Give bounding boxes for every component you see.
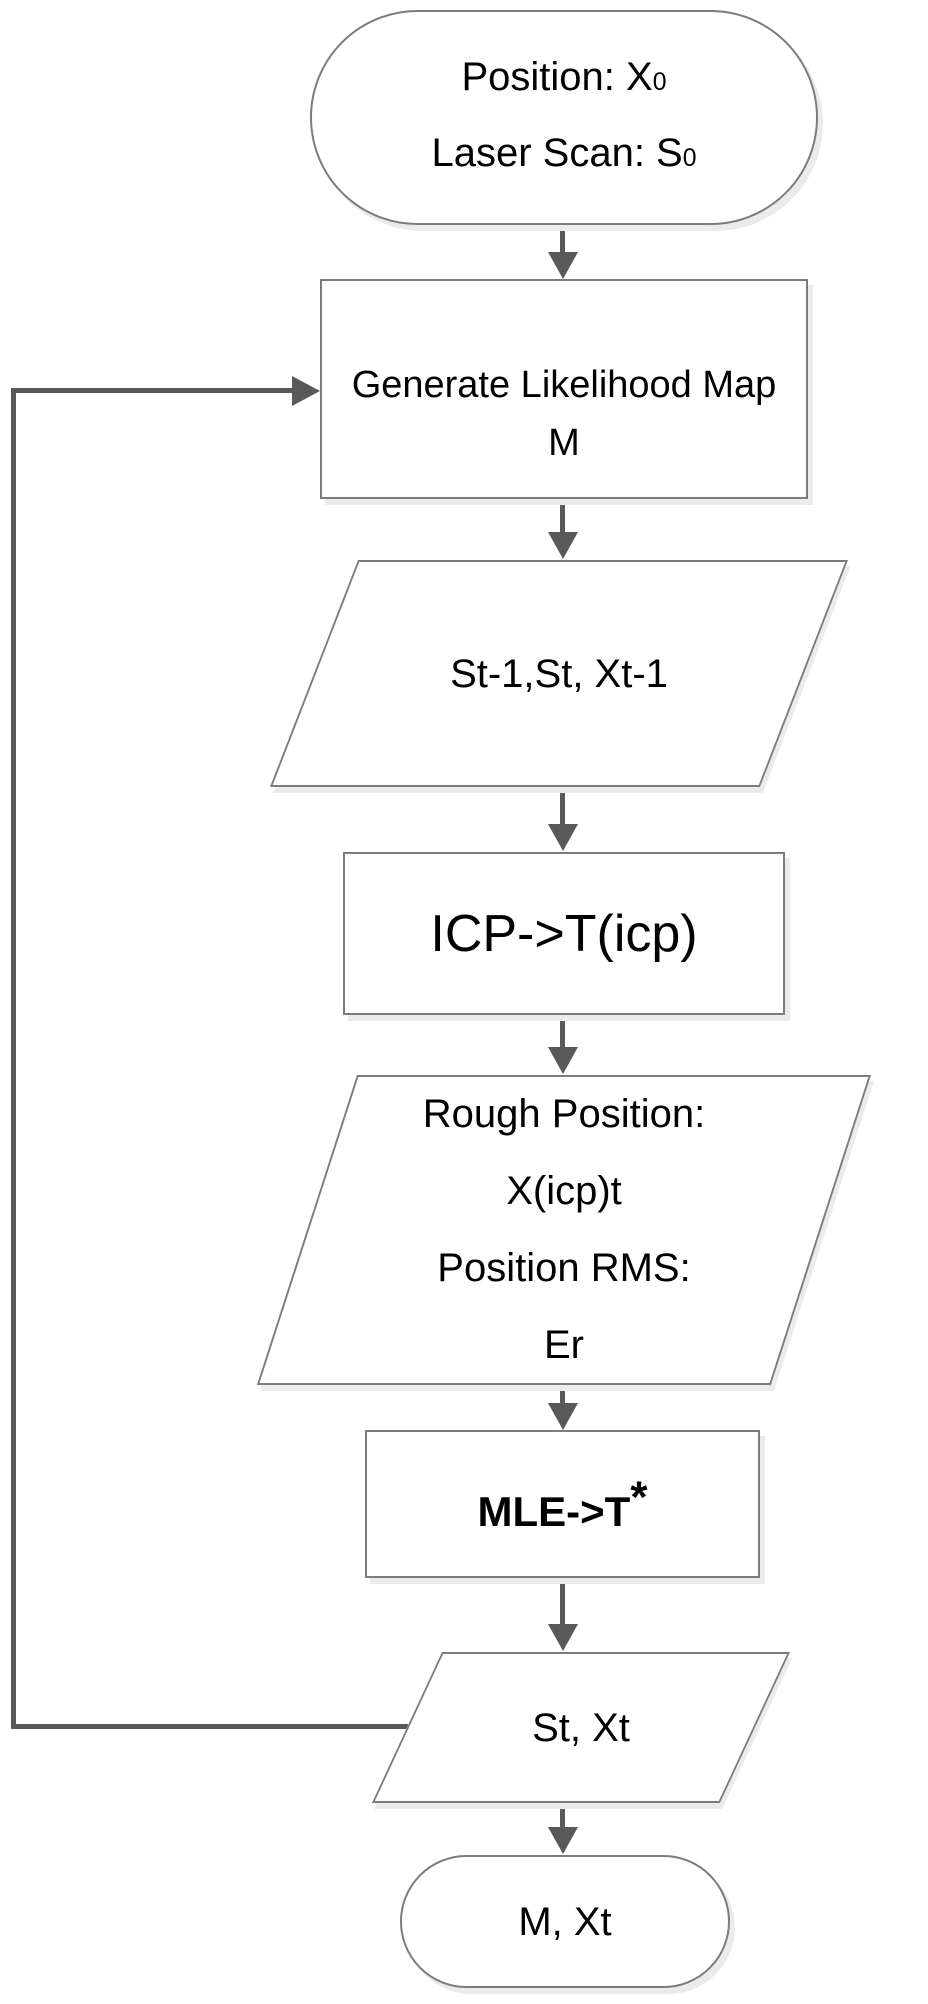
- process-icp-text: ICP->T(icp): [345, 854, 783, 1013]
- data-output-text: St, Xt: [372, 1652, 790, 1803]
- icp-label: ICP->T(icp): [430, 904, 698, 963]
- rough-position-line-2: X(icp)t: [506, 1169, 622, 1213]
- feedback-line-bottom: [11, 1724, 408, 1729]
- start-line-2-subscript: 0: [682, 144, 697, 172]
- feedback-arrowhead-icon: [292, 376, 320, 406]
- rough-position-line-3: Position RMS:: [437, 1246, 691, 1290]
- arrow-down-icon: [548, 1403, 578, 1430]
- arrow-stem: [560, 1386, 565, 1406]
- arrow-down-icon: [548, 1827, 578, 1854]
- process-generate-likelihood-map: Generate Likelihood Map M: [320, 279, 808, 499]
- arrow-stem: [560, 225, 565, 255]
- mle-label-superscript: *: [630, 1472, 648, 1522]
- process-generate-likelihood-map-text: Generate Likelihood Map M: [322, 281, 806, 497]
- arrow-down-icon: [548, 252, 578, 279]
- output-label: St, Xt: [532, 1705, 630, 1750]
- feedback-line-left: [11, 388, 16, 1729]
- data-rough-position-text: Rough Position: X(icp)t Position RMS: Er: [257, 1075, 871, 1385]
- process-mle: MLE->T*: [365, 1430, 760, 1578]
- arrow-down-icon: [548, 824, 578, 851]
- arrow-down-icon: [548, 1624, 578, 1651]
- start-line-1: Position: X0: [461, 42, 666, 118]
- data-output: St, Xt: [371, 1652, 790, 1803]
- feedback-line-top: [11, 388, 292, 393]
- rough-position-line-4: Er: [544, 1323, 584, 1367]
- data-scan-inputs-text: St-1,St, Xt-1: [270, 560, 848, 787]
- arrow-rough-to-mle: [548, 1386, 578, 1430]
- start-line-1-main: Position: X: [461, 54, 653, 99]
- arrow-stem: [560, 789, 565, 827]
- process-mle-text: MLE->T*: [367, 1432, 758, 1576]
- start-line-1-subscript: 0: [652, 68, 667, 96]
- start-line-2-main: Laser Scan: S: [431, 130, 683, 175]
- scan-inputs-label: St-1,St, Xt-1: [450, 651, 668, 696]
- arrow-down-icon: [548, 1047, 578, 1074]
- rough-position-line-1: Rough Position:: [422, 1092, 706, 1136]
- start-line-2: Laser Scan: S0: [431, 118, 696, 194]
- end-label: M, Xt: [518, 1899, 612, 1944]
- data-rough-position: Rough Position: X(icp)t Position RMS: Er: [256, 1075, 871, 1385]
- terminator-start: Position: X0 Laser Scan: S0: [310, 10, 818, 225]
- data-scan-inputs: St-1,St, Xt-1: [269, 560, 848, 787]
- arrow-stem: [560, 1579, 565, 1627]
- arrow-mle-to-output: [548, 1579, 578, 1651]
- mle-label-main: MLE->T: [477, 1488, 631, 1536]
- arrow-start-to-generate: [548, 225, 578, 279]
- generate-map-line-2: M: [548, 422, 580, 464]
- terminator-start-text: Position: X0 Laser Scan: S0: [312, 12, 816, 223]
- arrow-stem: [560, 1803, 565, 1830]
- terminator-end: M, Xt: [400, 1855, 730, 1988]
- arrow-stem: [560, 501, 565, 535]
- mle-label: MLE->T*: [478, 1465, 648, 1543]
- arrow-scans-to-icp: [548, 789, 578, 851]
- arrow-down-icon: [548, 532, 578, 559]
- arrow-icp-to-rough: [548, 1016, 578, 1074]
- generate-map-line-1: Generate Likelihood Map: [351, 364, 777, 406]
- terminator-end-text: M, Xt: [402, 1857, 728, 1986]
- process-icp: ICP->T(icp): [343, 852, 785, 1015]
- arrow-stem: [560, 1016, 565, 1050]
- arrow-generate-to-scans: [548, 501, 578, 559]
- arrow-output-to-end: [548, 1803, 578, 1854]
